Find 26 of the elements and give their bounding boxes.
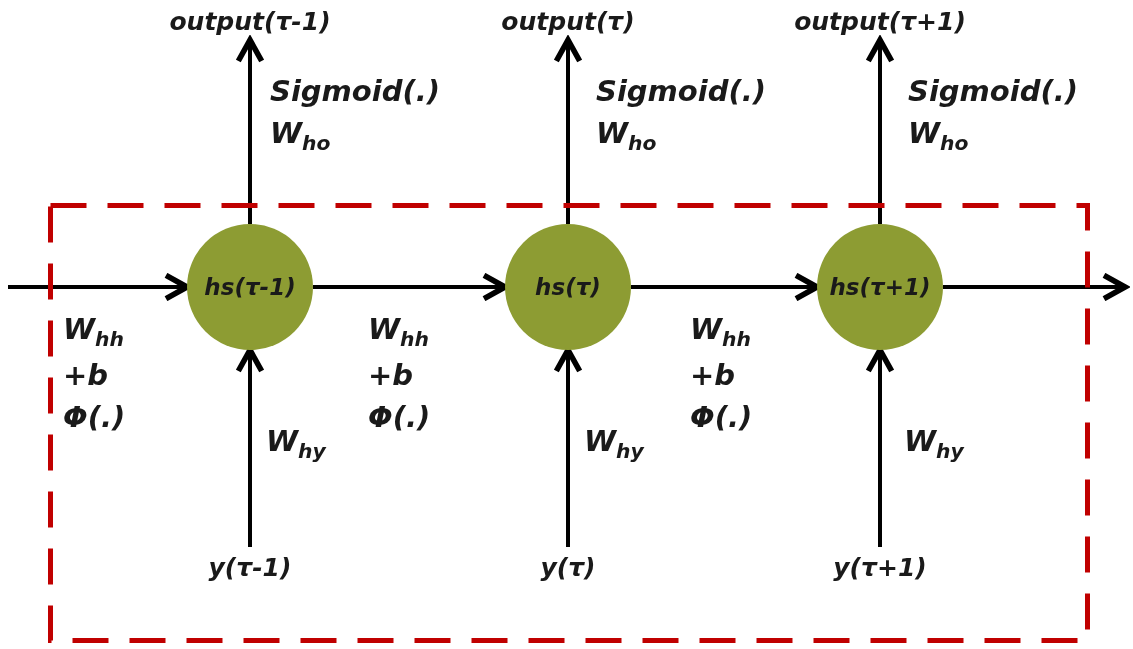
- hidden-state-circle: hs(τ+1): [817, 224, 943, 350]
- weight-label: Sigmoid(.) W$_{ho}$: [270, 73, 440, 157]
- input-label: y(τ-1): [208, 552, 292, 582]
- hidden-state-circle: hs(τ-1): [187, 224, 313, 350]
- weight-label: W$_{hy}$: [266, 423, 326, 465]
- arrow: [865, 37, 895, 224]
- weight-label: W$_{hh}$ +b Φ(.): [690, 311, 753, 437]
- output-label: output(τ+1): [794, 6, 966, 36]
- arrow: [235, 37, 265, 224]
- hidden-state-circle: hs(τ): [505, 224, 631, 350]
- input-label: y(τ): [540, 552, 596, 582]
- weight-label: Sigmoid(.) W$_{ho}$: [908, 73, 1078, 157]
- weight-label: W$_{hy}$: [584, 423, 644, 465]
- weight-label: W$_{hy}$: [904, 423, 964, 465]
- arrow: [553, 347, 583, 547]
- weight-label: Sigmoid(.) W$_{ho}$: [596, 73, 766, 157]
- arrow: [943, 272, 1128, 302]
- dashed-boundary: [48, 203, 1090, 643]
- arrow: [235, 347, 265, 547]
- output-label: output(τ-1): [169, 6, 331, 36]
- input-label: y(τ+1): [833, 552, 927, 582]
- arrow: [553, 37, 583, 224]
- arrow: [865, 347, 895, 547]
- weight-label: W$_{hh}$ +b Φ(.): [368, 311, 431, 437]
- weight-label: W$_{hh}$ +b Φ(.): [63, 311, 126, 437]
- output-label: output(τ): [501, 6, 635, 36]
